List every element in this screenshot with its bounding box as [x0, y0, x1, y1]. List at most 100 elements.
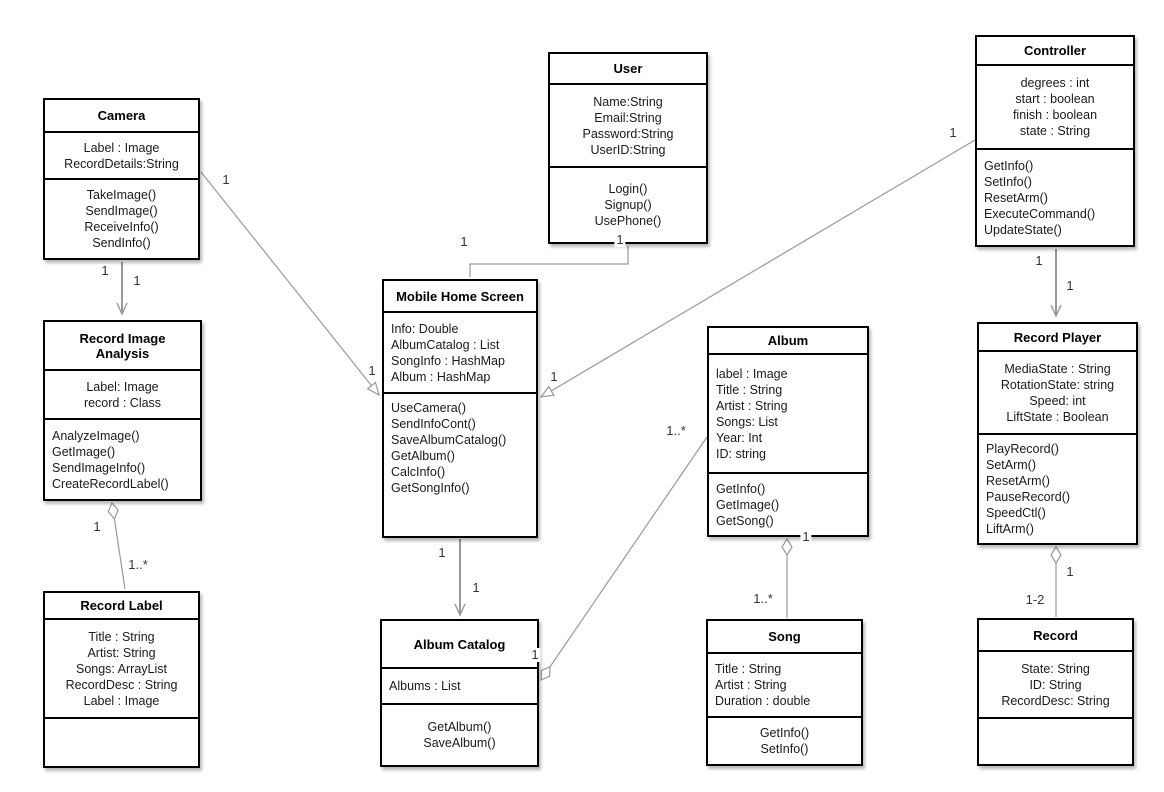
- method: GetSong(): [716, 513, 774, 528]
- attribute: Artist : String: [715, 678, 787, 692]
- class-title-mobile-home-screen: Mobile Home Screen: [384, 281, 536, 313]
- method: SpeedCtl(): [986, 506, 1046, 520]
- attribute: Title : String: [716, 382, 783, 397]
- multiplicity-label: 1..*: [126, 557, 150, 572]
- multiplicity-label: 1: [614, 232, 626, 247]
- methods-album: GetInfo()GetImage()GetSong(): [709, 474, 867, 535]
- attribute: Email:String: [594, 110, 662, 125]
- method: TakeImage(): [86, 188, 157, 202]
- method: GetImage(): [52, 444, 116, 459]
- method: GetAlbum(): [391, 449, 455, 463]
- method: PauseRecord(): [986, 490, 1071, 504]
- class-title-record: Record: [979, 620, 1132, 652]
- attribute: Duration : double: [715, 694, 811, 708]
- edge-album-catalog-album[interactable]: [541, 436, 708, 680]
- method: UseCamera(): [391, 401, 467, 415]
- methods-record-player: PlayRecord() SetArm() ResetArm() PauseRecor…: [979, 435, 1136, 543]
- edge-camera-mobile-home-screen[interactable]: [200, 171, 380, 397]
- class-title-album: Album: [709, 328, 867, 355]
- attribute: Albums : List: [389, 679, 461, 693]
- methods-user: Login()Signup()UsePhone(): [550, 168, 706, 242]
- attribute: ID: String: [1029, 677, 1082, 692]
- edge-record-image-analysis-record-label[interactable]: [112, 503, 126, 590]
- class-title-record-label: Record Label: [45, 593, 198, 620]
- attribute: label : Image: [716, 366, 788, 381]
- class-title-camera: Camera: [45, 100, 198, 133]
- class-title-album-catalog: Album Catalog: [382, 621, 537, 669]
- method: PlayRecord(): [986, 442, 1059, 456]
- method: GetAlbum(): [427, 720, 492, 734]
- method: CalcInfo(): [391, 465, 446, 479]
- class-title-user: User: [550, 54, 706, 85]
- attribute: Artist : String: [716, 398, 788, 413]
- multiplicity-label: 1: [1064, 278, 1076, 293]
- method: SetArm(): [986, 458, 1036, 472]
- attribute: LiftState : Boolean: [1006, 409, 1109, 424]
- methods-record-image-analysis: AnalyzeImage()GetImage()SendImageInfo()C…: [45, 420, 200, 499]
- attribute: Title : String: [88, 629, 155, 644]
- methods-record-label: [45, 719, 198, 766]
- multiplicity-label: 1: [470, 580, 482, 595]
- method: SendInfoCont(): [391, 417, 476, 431]
- multiplicity-label: 1: [131, 273, 143, 288]
- attribute: UserID:String: [590, 142, 666, 157]
- method: ReceiveInfo(): [84, 220, 159, 234]
- attribute: Title : String: [715, 662, 782, 676]
- class-title-record-image-analysis: Record Image Analysis: [45, 322, 200, 371]
- method: Signup(): [604, 198, 652, 212]
- methods-record: [979, 719, 1132, 764]
- class-title-controller: Controller: [977, 37, 1133, 66]
- method: CreateRecordLabel(): [52, 476, 169, 491]
- attribute: Info: Double: [391, 321, 459, 336]
- attribute: Label: Image: [86, 379, 159, 394]
- method: GetInfo(): [759, 726, 810, 740]
- attribute: Speed: int: [1029, 393, 1086, 408]
- attribute: SongInfo : HashMap: [391, 353, 505, 368]
- attribute: Label : Image: [83, 140, 160, 155]
- attribute: degrees : int: [1020, 76, 1090, 90]
- method: UpdateState(): [984, 222, 1062, 237]
- edge-controller-mobile-home-screen[interactable]: [539, 139, 976, 398]
- methods-controller: GetInfo()SetInfo()ResetArm()ExecuteComma…: [977, 150, 1133, 245]
- attribute: RecordDesc: String: [1001, 693, 1110, 708]
- attribute: RecordDesc : String: [65, 677, 178, 692]
- multiplicity-label: 1: [366, 363, 378, 378]
- method: GetInfo(): [984, 158, 1034, 173]
- method: SendImage(): [85, 204, 158, 218]
- multiplicity-label: 1: [436, 545, 448, 560]
- class-title-song: Song: [708, 621, 861, 654]
- attribute: Artist: String: [87, 645, 156, 660]
- method: GetSongInfo(): [391, 481, 470, 495]
- method: ResetArm(): [986, 474, 1050, 488]
- method: LiftArm(): [986, 522, 1034, 536]
- attribute: Password:String: [582, 126, 674, 141]
- attribute: AlbumCatalog : List: [391, 337, 500, 352]
- attribute: Album : HashMap: [391, 369, 491, 384]
- method: SaveAlbumCatalog(): [391, 433, 507, 447]
- methods-camera: TakeImage()SendImage()ReceiveInfo()SendI…: [45, 180, 198, 258]
- attribute: Year: Int: [716, 430, 763, 445]
- edge-user-mobile-home-screen[interactable]: [469, 246, 629, 277]
- attribute: Songs: ArrayList: [75, 661, 167, 676]
- multiplicity-label: 1: [99, 263, 111, 278]
- attribute: record : Class: [83, 395, 162, 410]
